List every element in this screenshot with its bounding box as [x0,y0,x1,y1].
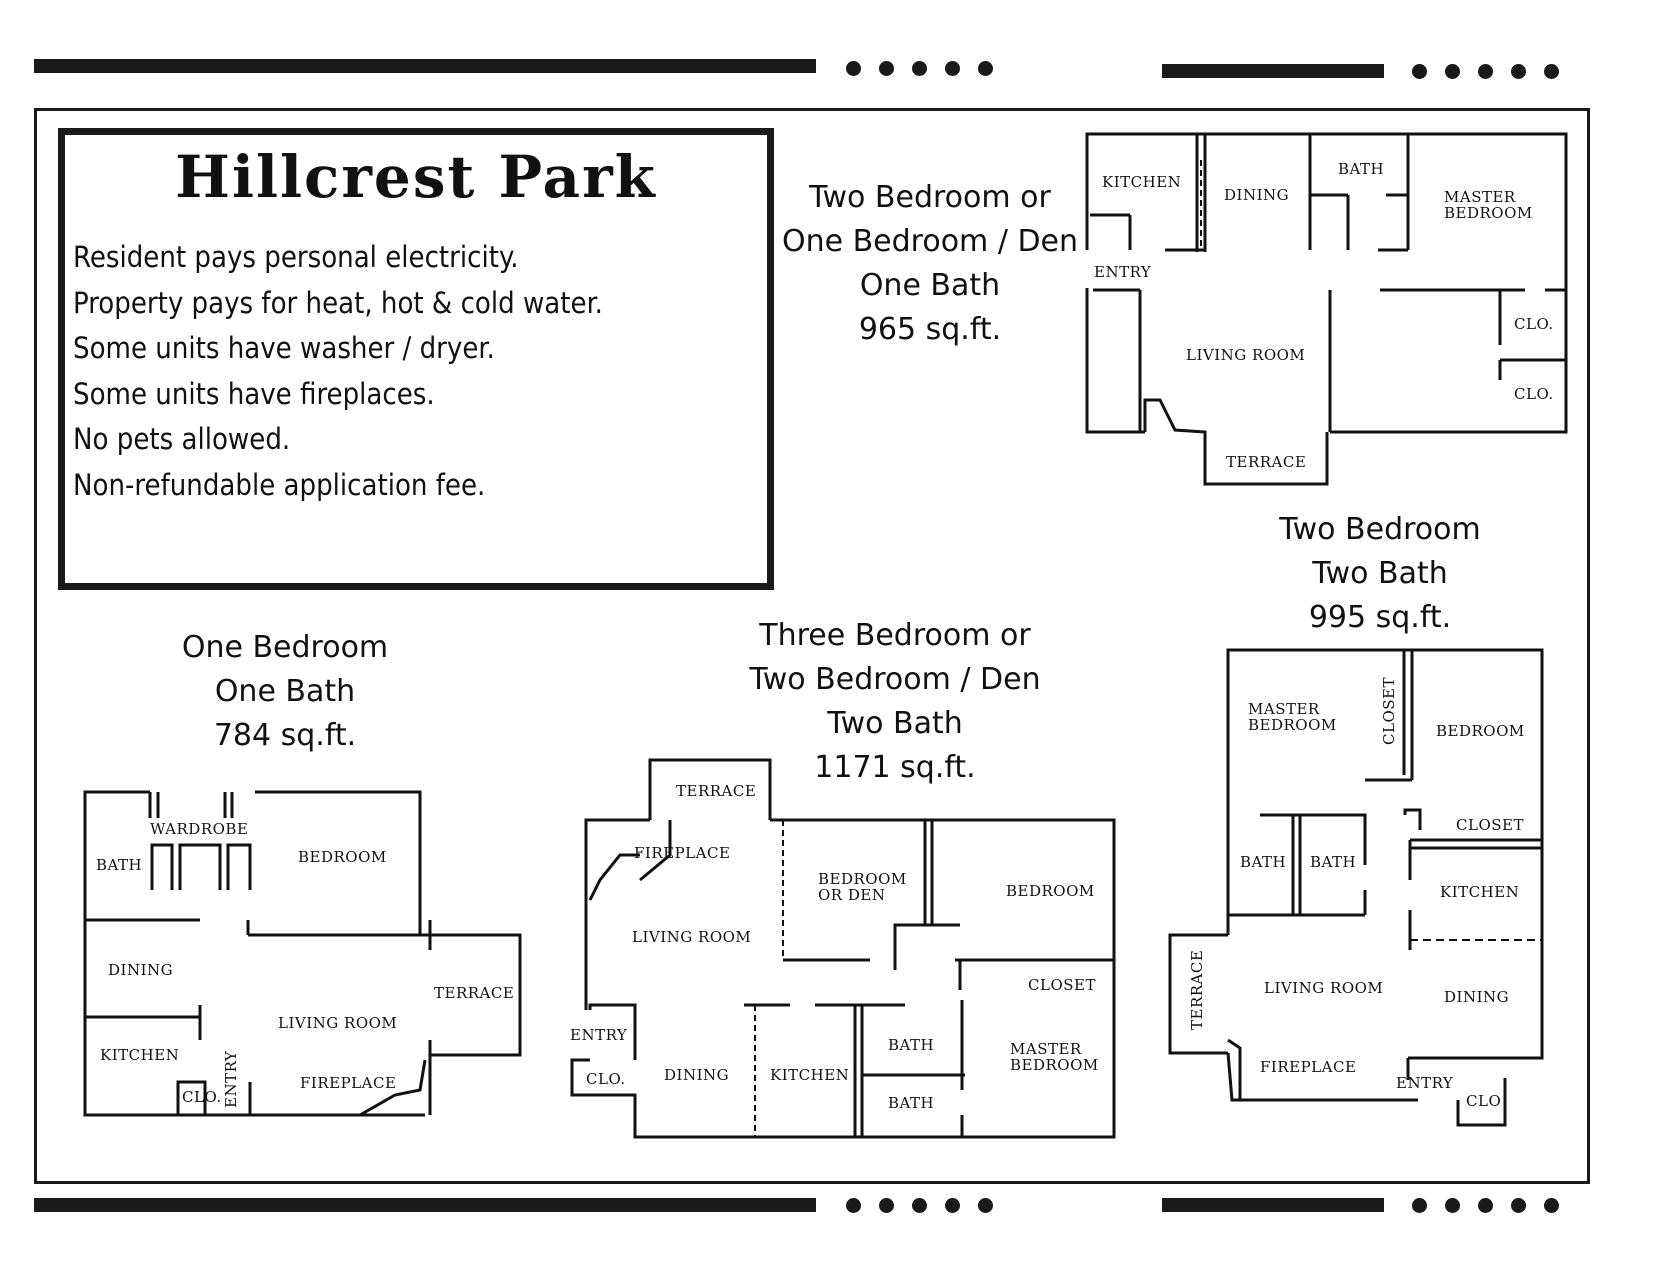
caption-line: Two Bath [827,706,963,741]
room-label: BATH [1310,853,1356,871]
caption-line: 1171 sq.ft. [814,750,976,785]
note-item: Resident pays personal electricity. [73,240,519,274]
notes-list: Resident pays personal electricity. Prop… [73,235,603,508]
room-label: FIREPLACE [634,844,730,862]
caption-line: One Bedroom / Den [781,224,1079,259]
room-label: BEDROOM [818,870,907,888]
room-label: BEDROOM [1436,722,1525,740]
note-item: No pets allowed. [73,422,291,456]
room-label: TERRACE [676,782,756,800]
note-item: Property pays for heat, hot & cold water… [73,285,603,320]
top-right-dots [1412,64,1559,79]
room-label: CLO [1466,1092,1501,1110]
caption-three-bed: Three Bedroom or Two Bedroom / Den Two B… [740,614,1050,790]
room-label: FIREPLACE [300,1074,396,1092]
room-label: CLO. [182,1088,222,1106]
room-label: CLOSET [1456,816,1524,834]
top-left-rule [34,59,816,73]
room-label: DINING [664,1066,729,1084]
caption-line: Two Bath [1312,556,1448,591]
room-label: BEDROOM [1248,716,1337,734]
caption-line: Two Bedroom / Den [749,662,1041,697]
room-label: DINING [1224,186,1289,204]
room-label: CLO. [586,1070,626,1088]
room-label: TERRACE [1188,950,1206,1030]
caption-one-bed: One Bedroom One Bath 784 sq.ft. [150,626,420,758]
note-item: Some units have fireplaces. [73,376,435,411]
room-label: CLOSET [1380,677,1398,745]
caption-line: Two Bedroom [1279,512,1481,547]
room-label: BATH [888,1094,934,1112]
floor-plan-two-bed-two-bath: MASTER BEDROOM CLOSET BEDROOM CLOSET BAT… [1168,648,1544,1127]
room-label: BEDROOM [1006,882,1095,900]
note-item: Some units have washer / dryer. [73,331,495,365]
page-title: Hillcrest Park [175,143,657,211]
room-label: BATH [888,1036,934,1054]
room-label: ENTRY [570,1026,628,1044]
top-left-dots [846,61,993,76]
bottom-right-dots [1412,1198,1559,1213]
room-label: BATH [1338,160,1384,178]
floor-plan-two-bed-one-bath: KITCHEN DINING BATH MASTER BEDROOM ENTRY… [1085,132,1568,486]
bottom-left-rule [34,1198,816,1212]
room-label: DINING [1444,988,1509,1006]
room-label: TERRACE [434,984,514,1002]
room-label: BATH [1240,853,1286,871]
room-label: TERRACE [1226,453,1306,471]
room-label: BEDROOM [1010,1056,1099,1074]
room-label: KITCHEN [100,1046,179,1064]
room-label: LIVING ROOM [278,1014,397,1032]
caption-line: One Bedroom [181,630,389,665]
room-label: KITCHEN [770,1066,849,1084]
floor-plan-one-bed: WARDROBE BATH BEDROOM DINING TERRACE KIT… [83,790,522,1117]
room-label: KITCHEN [1102,173,1181,191]
room-label: ENTRY [1094,263,1152,281]
room-label: ENTRY [1396,1074,1454,1092]
bottom-right-rule [1162,1198,1384,1212]
bottom-left-dots [846,1198,993,1213]
caption-line: Three Bedroom or [759,618,1031,653]
room-label: CLO. [1514,315,1554,333]
caption-two-bed-two-bath: Two Bedroom Two Bath 995 sq.ft. [1230,508,1530,640]
room-label: MASTER [1010,1040,1082,1058]
room-label: MASTER [1248,700,1320,718]
room-label: ENTRY [222,1050,240,1108]
info-box: Hillcrest Park Resident pays personal el… [58,128,774,590]
note-item: Non-refundable application fee. [73,467,486,502]
caption-line: 784 sq.ft. [213,718,357,753]
room-label: LIVING ROOM [632,928,751,946]
room-label: LIVING ROOM [1264,979,1383,997]
room-label: FIREPLACE [1260,1058,1356,1076]
caption-two-bed-one-bath: Two Bedroom or One Bedroom / Den One Bat… [780,176,1080,352]
floor-plan-three-bed: TERRACE FIREPLACE BEDROOM OR DEN BEDROOM… [570,758,1116,1139]
room-label: MASTER [1444,188,1516,206]
room-label: BEDROOM [298,848,387,866]
caption-line: 965 sq.ft. [858,312,1002,347]
top-right-rule [1162,64,1384,78]
page-frame [34,108,1590,1184]
room-label: WARDROBE [150,820,248,838]
room-label: OR DEN [818,886,885,904]
caption-line: One Bath [214,674,356,709]
room-label: CLO. [1514,385,1554,403]
caption-line: Two Bedroom or [809,180,1051,215]
room-label: LIVING ROOM [1186,346,1305,364]
room-label: CLOSET [1028,976,1096,994]
room-label: BEDROOM [1444,204,1533,222]
room-label: BATH [96,856,142,874]
caption-line: 995 sq.ft. [1308,600,1452,635]
caption-line: One Bath [859,268,1001,303]
room-label: KITCHEN [1440,883,1519,901]
room-label: DINING [108,961,173,979]
